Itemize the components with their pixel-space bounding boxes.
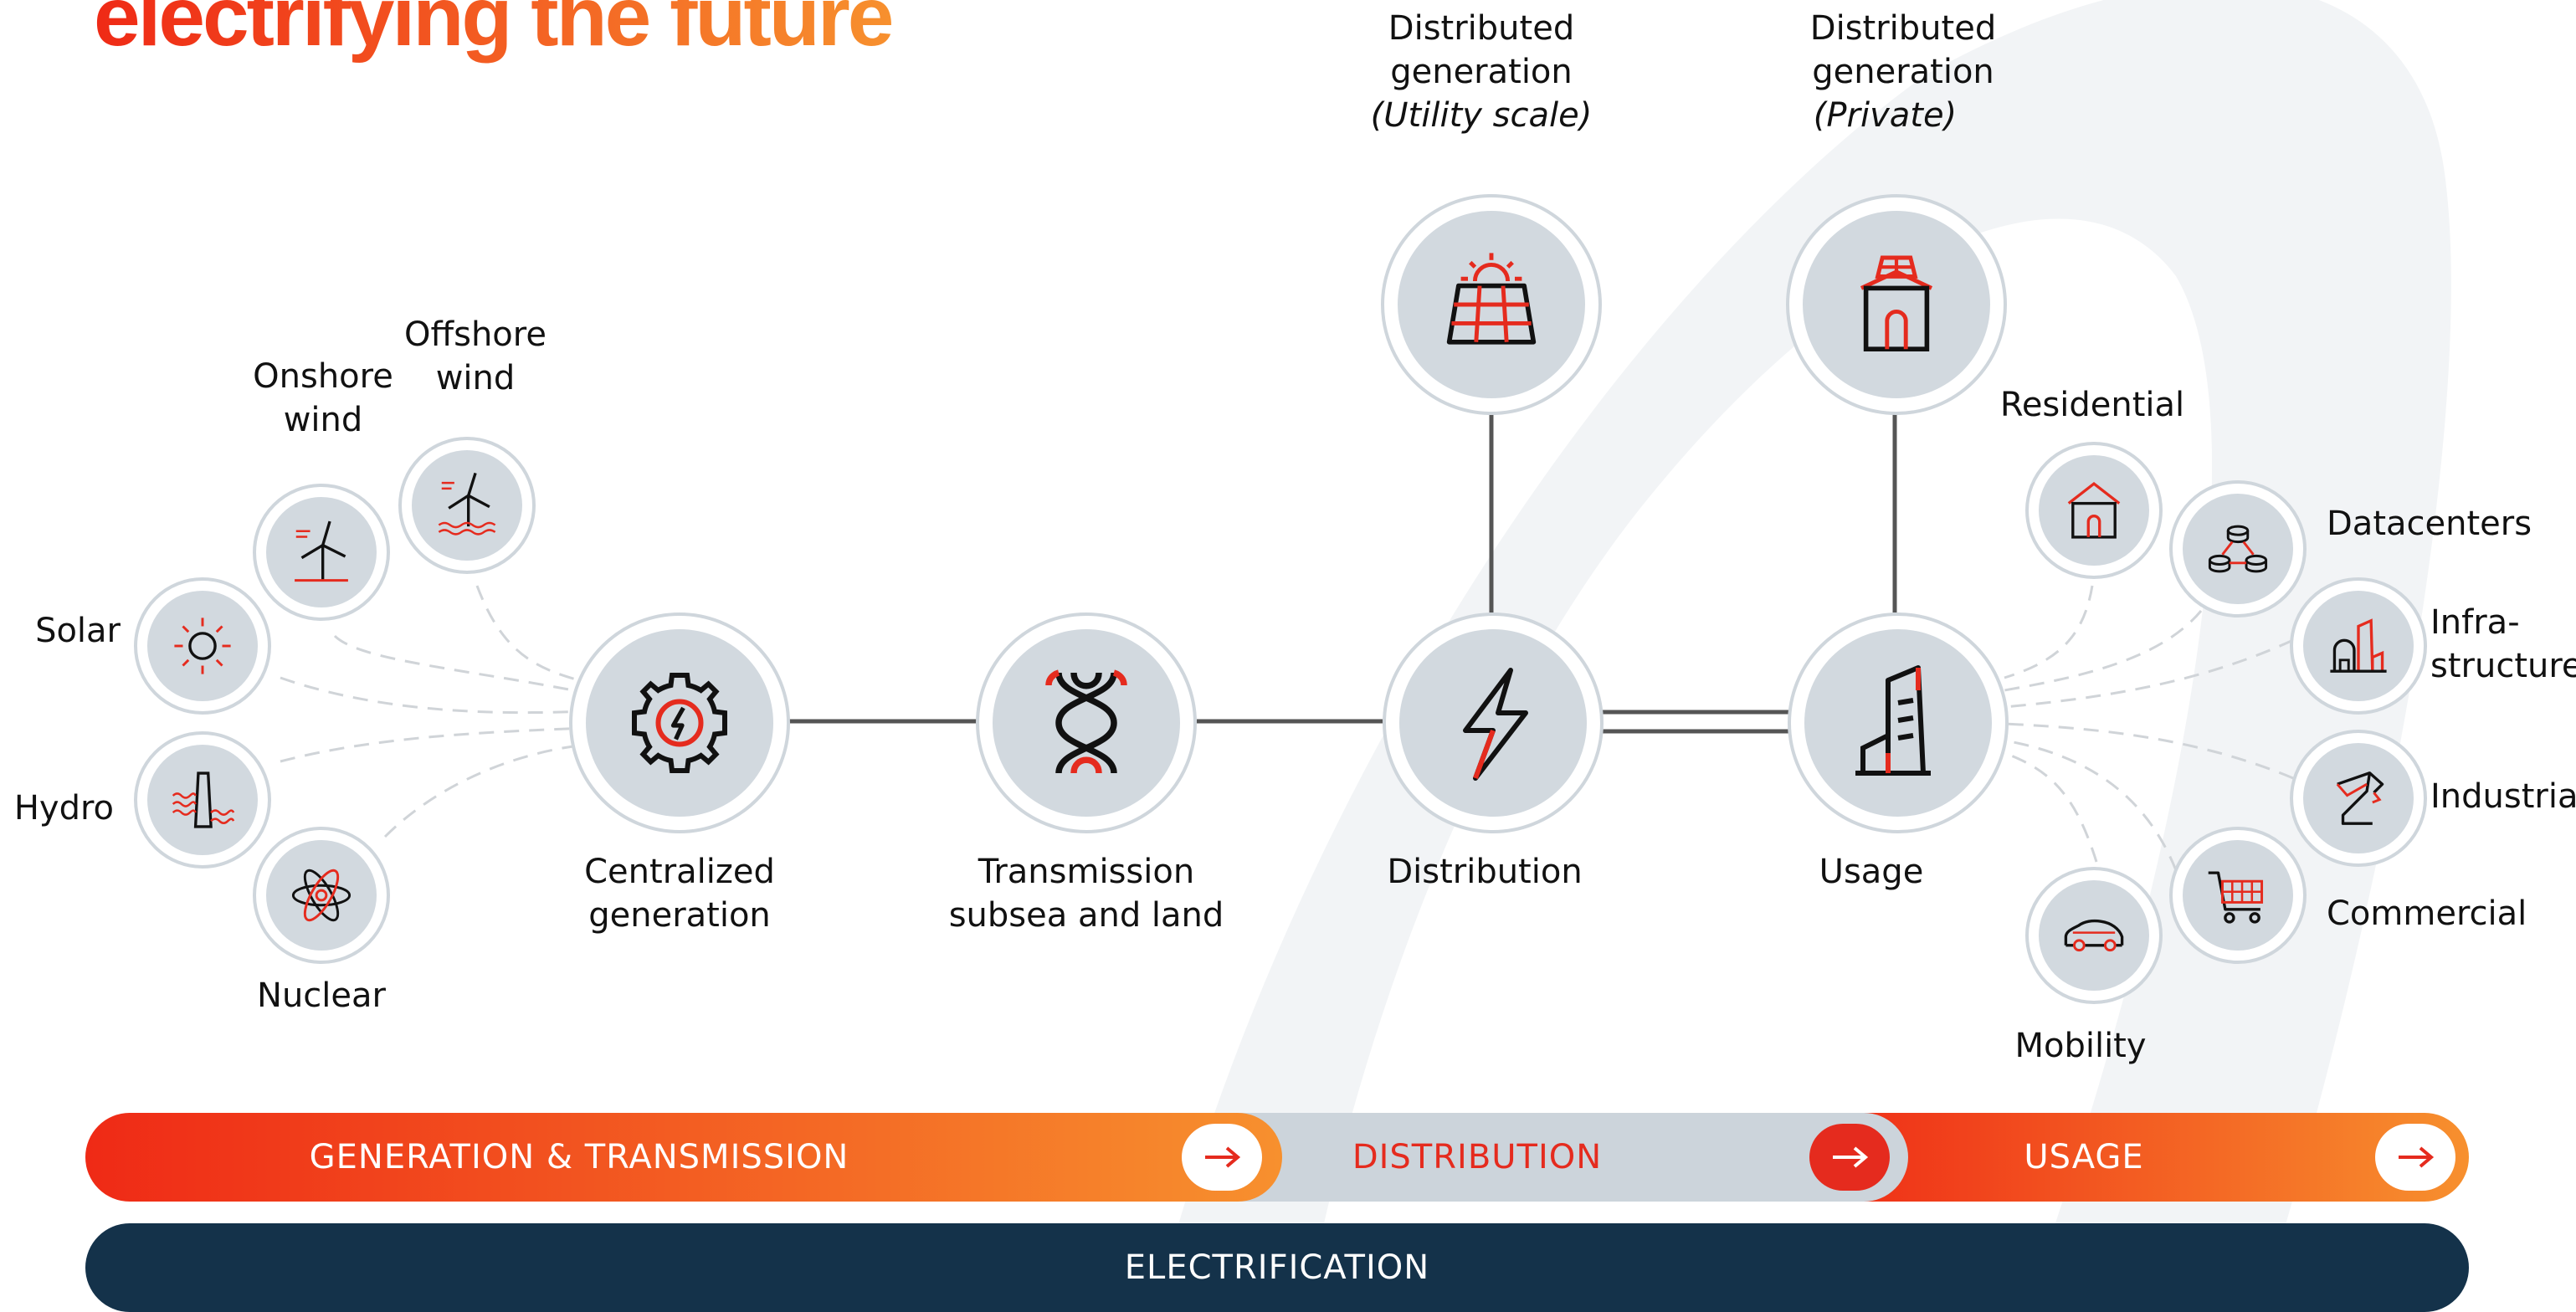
onshore-wind-node[interactable] — [253, 484, 390, 621]
residential-connector — [2004, 585, 2094, 679]
offshore-label-line2: wind — [435, 359, 516, 397]
gear-bolt-icon — [632, 673, 727, 773]
sun-icon — [174, 618, 231, 674]
mobility-node[interactable] — [2025, 867, 2163, 1004]
hydro-dam-icon — [172, 771, 235, 828]
electrification-bar: ELECTRIFICATION — [85, 1223, 2469, 1312]
utility-label: Distributed generation (Utility scale) — [1371, 7, 1593, 137]
commercial-node[interactable] — [2169, 827, 2307, 964]
usage-bar: USAGE — [1808, 1113, 2469, 1202]
usage-bar-label: USAGE — [2024, 1138, 2144, 1176]
distribution-bar-label: DISTRIBUTION — [1352, 1138, 1603, 1176]
commercial-label: Commercial — [2327, 894, 2527, 933]
transmission-label-line1: Transmission — [978, 853, 1195, 891]
car-icon — [2064, 919, 2124, 952]
utility-label-line1: Distributed — [1388, 9, 1575, 48]
solar-connector — [280, 676, 587, 715]
hydro-label: Hydro — [13, 789, 114, 828]
nuclear-label: Nuclear — [257, 976, 386, 1015]
private-label-line2: generation — [1812, 53, 1994, 91]
onshore-label-line2: wind — [283, 401, 363, 439]
solar-node[interactable] — [134, 577, 271, 715]
onshore-label-line1: Onshore — [253, 357, 393, 396]
solar-label: Solar — [35, 612, 121, 650]
onshore-label: Onshore wind — [253, 355, 393, 442]
utility-label-line3: (Utility scale) — [1370, 96, 1593, 135]
transmission-label: Transmission subsea and land — [949, 850, 1224, 937]
house-icon — [2067, 481, 2121, 539]
usage-node[interactable] — [1788, 612, 2009, 833]
residential-label: Residential — [1999, 386, 2185, 424]
nuclear-connector — [383, 743, 587, 838]
shopping-cart-icon — [2208, 871, 2264, 924]
mobility-connector — [2004, 751, 2098, 863]
buildings-icon — [1855, 665, 1931, 776]
distribution-label: Distribution — [1387, 853, 1583, 891]
distributed-private-node[interactable] — [1786, 194, 2007, 415]
infrastructures-node[interactable] — [2290, 577, 2427, 715]
arrow-right-icon — [1205, 1146, 1241, 1168]
infrastructure-building-icon — [2330, 618, 2387, 673]
arrow-right-icon — [2399, 1146, 2435, 1168]
transmission-label-line2: subsea and land — [948, 896, 1224, 935]
hydro-node[interactable] — [134, 731, 271, 869]
offshore-connector — [475, 585, 587, 684]
lightning-bolt-icon — [1463, 668, 1528, 781]
generation-next-button[interactable] — [1182, 1124, 1262, 1191]
distribution-next-button[interactable] — [1809, 1124, 1890, 1191]
wind-turbine-icon — [295, 520, 348, 582]
page-title: electrifying the future — [94, 0, 894, 67]
rooftop-solar-house-icon — [1860, 255, 1933, 351]
mobility-label: Mobility — [2014, 1027, 2147, 1065]
private-label-line3: (Private) — [1813, 96, 1958, 135]
infrastructures-connector — [2004, 638, 2294, 709]
distributed-utility-node[interactable] — [1381, 194, 1602, 415]
offshore-wind-icon — [438, 472, 496, 536]
infrastructures-label: Infra- structures — [2430, 601, 2576, 688]
usage-label: Usage — [1819, 853, 1924, 891]
centralized-label-line1: Centralized — [584, 853, 775, 891]
generation-bar-label: GENERATION & TRANSMISSION — [309, 1138, 849, 1176]
usage-next-button[interactable] — [2375, 1124, 2455, 1191]
private-label-line1: Distributed — [1809, 9, 1997, 48]
atom-icon — [291, 869, 352, 922]
solar-panel-icon — [1446, 253, 1537, 345]
arrow-right-icon — [1833, 1146, 1869, 1168]
private-label: Distributed generation (Private) — [1810, 7, 1996, 137]
offshore-label-line1: Offshore — [404, 315, 547, 354]
industrial-label: Industrial — [2430, 777, 2576, 816]
datacenters-connector — [2004, 610, 2203, 692]
infrastructures-label-line1: Infra- — [2430, 603, 2520, 642]
datacenters-label: Datacenters — [2327, 505, 2532, 543]
offshore-label: Offshore wind — [404, 313, 547, 400]
centralized-generation-node[interactable] — [569, 612, 790, 833]
generation-transmission-bar: GENERATION & TRANSMISSION — [85, 1113, 1282, 1202]
distribution-node[interactable] — [1383, 612, 1604, 833]
offshore-wind-node[interactable] — [398, 437, 536, 574]
cable-twist-icon — [1045, 669, 1127, 774]
residential-node[interactable] — [2025, 442, 2163, 579]
robot-arm-icon — [2336, 771, 2384, 825]
infrastructures-label-line2: structures — [2430, 647, 2576, 685]
datacenter-network-icon — [2208, 525, 2268, 573]
utility-label-line2: generation — [1390, 53, 1573, 91]
datacenters-node[interactable] — [2169, 480, 2307, 618]
industrial-connector — [2004, 722, 2294, 780]
onshore-connector — [333, 634, 587, 694]
distribution-bar: DISTRIBUTION — [1197, 1113, 1908, 1202]
hydro-connector — [280, 726, 587, 763]
transmission-node[interactable] — [976, 612, 1197, 833]
centralized-label-line2: generation — [588, 896, 771, 935]
centralized-label: Centralized generation — [584, 850, 775, 937]
nuclear-node[interactable] — [253, 827, 390, 964]
commercial-connector — [2004, 739, 2178, 871]
electrification-bar-label: ELECTRIFICATION — [1124, 1248, 1430, 1287]
industrial-node[interactable] — [2290, 730, 2427, 867]
